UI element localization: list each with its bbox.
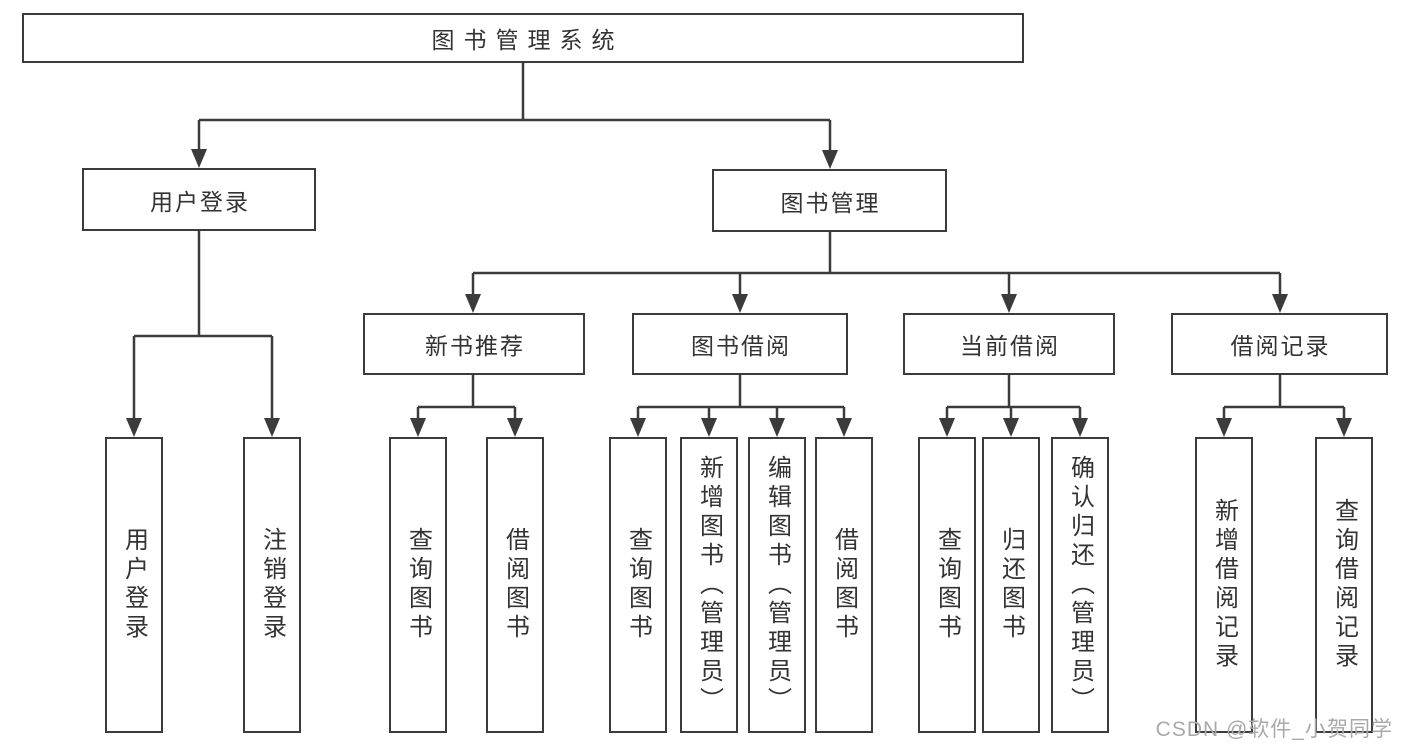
- leaf-current-confirm-return-admin: 确认归还（管理员）: [1051, 437, 1109, 733]
- leaf-current-query-books: 查询图书: [918, 437, 976, 733]
- leaf-borrow-add-books-admin: 新增图书（管理员）: [680, 437, 738, 733]
- node-book-borrow: 图书借阅: [632, 313, 848, 375]
- leaf-current-return-books: 归还图书: [982, 437, 1040, 733]
- node-borrow-records: 借阅记录: [1171, 313, 1388, 375]
- leaf-newbook-borrow-books: 借阅图书: [486, 437, 544, 733]
- leaf-borrow-edit-books-admin: 编辑图书（管理员）: [748, 437, 806, 733]
- node-root: 图书管理系统: [22, 13, 1024, 63]
- node-book-management: 图书管理: [712, 169, 947, 232]
- leaf-records-add-record: 新增借阅记录: [1195, 437, 1253, 733]
- watermark: CSDN @软件_小贺同学: [1155, 718, 1393, 741]
- leaf-user-login: 用户登录: [105, 437, 163, 733]
- leaf-logout: 注销登录: [243, 437, 301, 733]
- node-current-borrow: 当前借阅: [903, 313, 1115, 375]
- leaf-records-query-record: 查询借阅记录: [1315, 437, 1373, 733]
- node-new-book-recommend: 新书推荐: [363, 313, 585, 375]
- leaf-borrow-borrow-books: 借阅图书: [815, 437, 873, 733]
- leaf-borrow-query-books: 查询图书: [609, 437, 667, 733]
- leaf-newbook-query-books: 查询图书: [389, 437, 447, 733]
- node-user-login: 用户登录: [82, 168, 316, 231]
